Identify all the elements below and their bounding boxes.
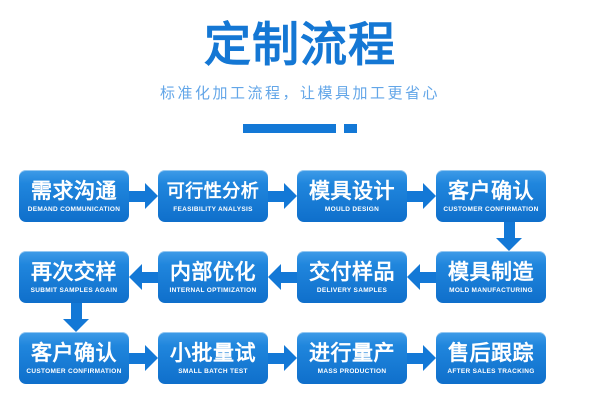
- flow-step-label-en: MOULD DESIGN: [324, 206, 380, 213]
- flow-step-label-en: MOLD MANUFACTURING: [449, 287, 533, 294]
- flow-step-label-cn: 客户确认: [448, 180, 534, 203]
- flow-step-label-en: MASS PRODUCTION: [317, 368, 387, 375]
- arrow-left-icon: [129, 264, 158, 290]
- arrow-right-icon: [129, 183, 158, 209]
- flow-step-customer-confirmation-2[interactable]: 客户确认 CUSTOMER CONFIRMATION: [19, 332, 129, 384]
- flow-step-internal-optimization[interactable]: 内部优化 INTERNAL OPTIMIZATION: [158, 251, 268, 303]
- arrow-right-icon: [407, 345, 436, 371]
- page-subtitle: 标准化加工流程，让模具加工更省心: [159, 85, 440, 102]
- flow-step-mould-design[interactable]: 模具设计 MOULD DESIGN: [297, 170, 407, 222]
- flow-step-label-cn: 再次交样: [31, 261, 117, 284]
- arrow-right-icon: [407, 183, 436, 209]
- flow-step-label-en: SUBMIT SAMPLES AGAIN: [30, 287, 118, 294]
- flow-step-label-en: FEASIBILITY ANALYSIS: [173, 206, 253, 213]
- flow-row-1: 需求沟通 DEMAND COMMUNICATION 可行性分析 FEASIBIL…: [0, 170, 600, 222]
- flow-step-delivery-samples[interactable]: 交付样品 DELIVERY SAMPLES: [297, 251, 407, 303]
- flow-step-label-cn: 可行性分析: [166, 181, 260, 201]
- arrow-down-icon: [63, 303, 89, 332]
- flow-step-small-batch-test[interactable]: 小批量试 SMALL BATCH TEST: [158, 332, 268, 384]
- flow-step-label-cn: 模具制造: [448, 261, 534, 284]
- divider-bar: [243, 123, 336, 133]
- flow-step-label-en: DELIVERY SAMPLES: [316, 287, 388, 294]
- flow-step-label-en: AFTER SALES TRACKING: [447, 368, 535, 375]
- page-title: 定制流程: [204, 18, 396, 71]
- flow-step-label-cn: 交付样品: [309, 261, 395, 284]
- flow-step-label-cn: 客户确认: [31, 342, 117, 365]
- flow-step-label-cn: 内部优化: [170, 261, 256, 284]
- flow-step-mold-manufacturing[interactable]: 模具制造 MOLD MANUFACTURING: [436, 251, 546, 303]
- flow-step-label-cn: 售后跟踪: [448, 342, 534, 365]
- flow-step-label-en: INTERNAL OPTIMIZATION: [169, 287, 257, 294]
- flow-step-label-cn: 进行量产: [309, 342, 395, 365]
- flow-step-after-sales-tracking[interactable]: 售后跟踪 AFTER SALES TRACKING: [436, 332, 546, 384]
- header-section: 定制流程 标准化加工流程，让模具加工更省心: [0, 0, 600, 150]
- flow-step-label-cn: 模具设计: [309, 180, 395, 203]
- flow-row-3: 客户确认 CUSTOMER CONFIRMATION 小批量试 SMALL BA…: [0, 332, 600, 384]
- flow-step-submit-samples-again[interactable]: 再次交样 SUBMIT SAMPLES AGAIN: [19, 251, 129, 303]
- flow-step-demand-communication[interactable]: 需求沟通 DEMAND COMMUNICATION: [19, 170, 129, 222]
- flow-step-label-en: CUSTOMER CONFIRMATION: [443, 206, 539, 213]
- flow-step-label-cn: 需求沟通: [31, 180, 117, 203]
- title-divider: [0, 122, 600, 134]
- arrow-right-icon: [129, 345, 158, 371]
- arrow-left-icon: [268, 264, 297, 290]
- divider-dot: [344, 123, 357, 133]
- arrow-right-icon: [268, 345, 297, 371]
- flow-row-2: 再次交样 SUBMIT SAMPLES AGAIN 内部优化 INTERNAL …: [0, 251, 600, 303]
- flow-step-label-en: SMALL BATCH TEST: [178, 368, 248, 375]
- arrow-right-icon: [268, 183, 297, 209]
- flow-step-label-en: DEMAND COMMUNICATION: [27, 206, 121, 213]
- flow-step-customer-confirmation-1[interactable]: 客户确认 CUSTOMER CONFIRMATION: [436, 170, 546, 222]
- flow-step-label-cn: 小批量试: [170, 342, 256, 365]
- flow-step-feasibility-analysis[interactable]: 可行性分析 FEASIBILITY ANALYSIS: [158, 170, 268, 222]
- arrow-left-icon: [407, 264, 436, 290]
- flow-step-label-en: CUSTOMER CONFIRMATION: [26, 368, 122, 375]
- arrow-down-icon: [496, 222, 522, 251]
- flow-step-mass-production[interactable]: 进行量产 MASS PRODUCTION: [297, 332, 407, 384]
